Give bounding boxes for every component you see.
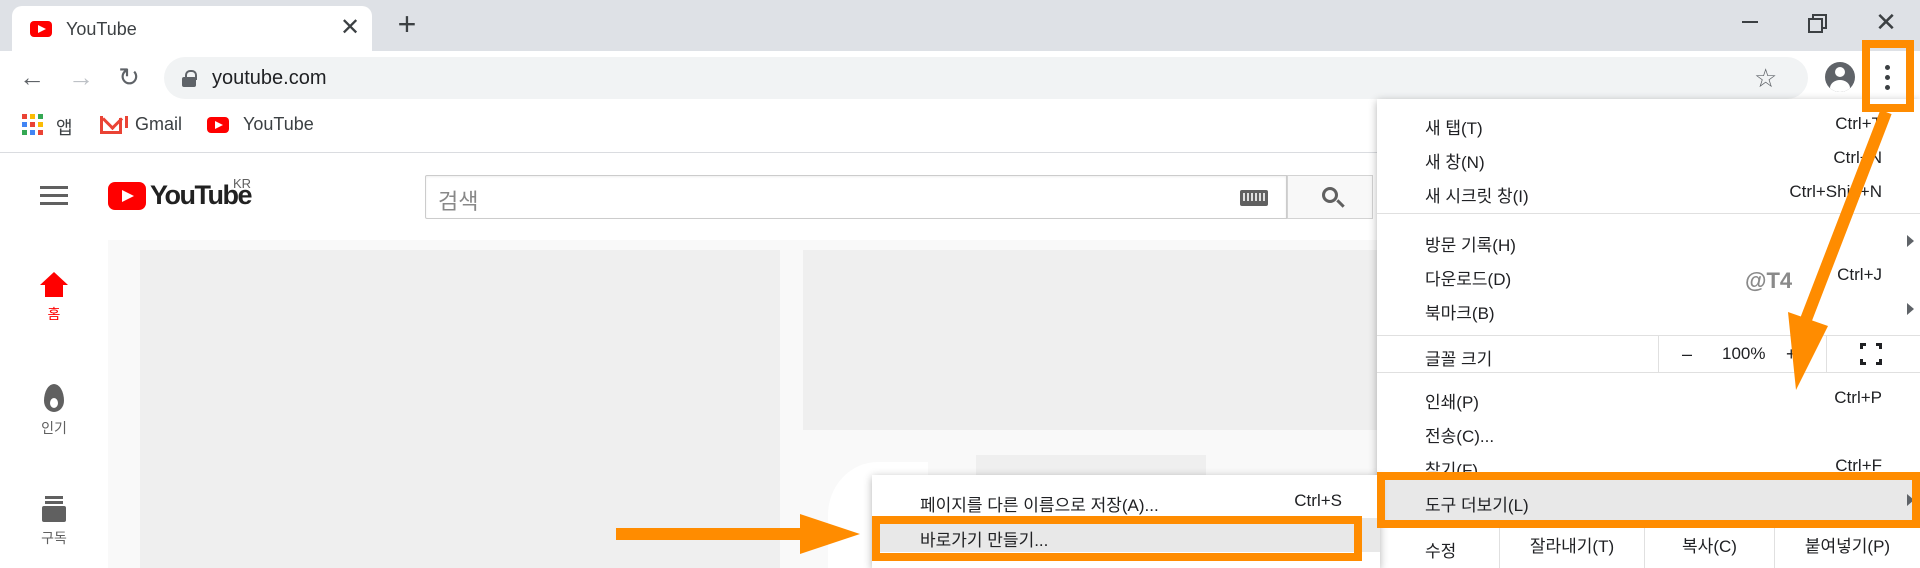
- menu-divider: [1377, 213, 1920, 214]
- menu-item-label: 전송(C)...: [1425, 427, 1495, 446]
- paste-button[interactable]: 붙여넣기(P): [1774, 527, 1920, 568]
- back-button[interactable]: ←: [19, 62, 45, 92]
- home-icon: [40, 272, 68, 298]
- video-thumbnail[interactable]: [140, 250, 780, 568]
- youtube-bookmark-icon: [207, 117, 229, 133]
- lock-icon[interactable]: [182, 70, 197, 87]
- menu-divider: [1377, 372, 1920, 373]
- zoom-label: 글꼴 크기: [1425, 350, 1493, 369]
- search-icon: [1322, 187, 1338, 203]
- menu-item-history[interactable]: 방문 기록(H): [1377, 223, 1920, 257]
- url-text[interactable]: youtube.com: [212, 67, 327, 89]
- menu-item-shortcut: Ctrl+P: [1834, 388, 1882, 407]
- menu-item-downloads[interactable]: 다운로드(D) Ctrl+J: [1377, 257, 1920, 291]
- address-bar[interactable]: youtube.com ☆: [164, 57, 1808, 99]
- chrome-menu-button[interactable]: [1878, 62, 1896, 94]
- zoom-divider: [1658, 336, 1659, 372]
- submenu-arrow-icon: [1907, 494, 1914, 506]
- arrow-shaft-down: [1796, 109, 1892, 333]
- zoom-out-button[interactable]: –: [1682, 344, 1693, 364]
- tab-title: YouTube: [66, 19, 137, 39]
- apps-grid-icon[interactable]: [22, 114, 44, 136]
- search-input[interactable]: 검색: [425, 175, 1287, 219]
- menu-item-label: 다운로드(D): [1425, 270, 1512, 289]
- menu-item-label: 새 탭(T): [1425, 119, 1483, 138]
- search-button[interactable]: [1287, 175, 1373, 219]
- guide-item-trending[interactable]: 인기: [30, 384, 78, 438]
- guide-label: 홈: [47, 306, 61, 322]
- guide-label: 인기: [41, 420, 67, 436]
- youtube-wordmark[interactable]: YouTube: [150, 180, 252, 210]
- toolbar-divider: [0, 152, 1920, 153]
- fullscreen-icon[interactable]: [1857, 340, 1885, 368]
- tab-close-icon[interactable]: ✕: [339, 14, 361, 41]
- bookmark-star-icon[interactable]: ☆: [1754, 63, 1778, 93]
- video-thumbnail[interactable]: [803, 250, 1380, 430]
- highlight-menu-button: [1862, 40, 1914, 112]
- zoom-level: 100%: [1722, 344, 1766, 363]
- video-grid: [108, 240, 1380, 568]
- bookmark-youtube[interactable]: YouTube: [243, 114, 314, 134]
- menu-item-label: 새 창(N): [1425, 153, 1485, 172]
- reload-button[interactable]: ↻: [118, 62, 140, 92]
- bookmark-gmail[interactable]: Gmail: [135, 114, 183, 134]
- arrow-head-right: [800, 514, 860, 554]
- gmail-icon: [100, 116, 128, 134]
- menu-item-shortcut: Ctrl+J: [1837, 265, 1882, 284]
- tab-youtube[interactable]: YouTube ✕: [12, 6, 372, 51]
- guide-menu-icon[interactable]: [40, 186, 68, 206]
- menu-item-new-tab[interactable]: 새 탭(T) Ctrl+T: [1377, 106, 1920, 140]
- youtube-logo-icon[interactable]: [108, 182, 146, 210]
- menu-item-label: 인쇄(P): [1425, 393, 1479, 412]
- cut-button[interactable]: 잘라내기(T): [1499, 527, 1644, 568]
- menu-item-shortcut: Ctrl+T: [1835, 114, 1882, 133]
- youtube-favicon-icon: [30, 21, 52, 37]
- submenu-item-save-page[interactable]: 페이지를 다른 이름으로 저장(A)... Ctrl+S: [872, 483, 1380, 517]
- highlight-create-shortcut: [872, 516, 1362, 561]
- submenu-item-label: 페이지를 다른 이름으로 저장(A)...: [920, 496, 1159, 515]
- menu-item-shortcut: Ctrl+F: [1835, 456, 1882, 475]
- watermark: @T4: [1745, 268, 1793, 293]
- arrow-head-down: [1788, 312, 1828, 390]
- tab-strip: YouTube ✕ + ✕: [0, 0, 1920, 51]
- menu-item-label: 방문 기록(H): [1425, 236, 1516, 255]
- guide-item-home[interactable]: 홈: [30, 272, 78, 324]
- submenu-item-shortcut: Ctrl+S: [1294, 491, 1342, 510]
- menu-item-cast[interactable]: 전송(C)...: [1377, 414, 1920, 448]
- forward-button[interactable]: →: [68, 62, 94, 92]
- copy-button[interactable]: 복사(C): [1644, 527, 1774, 568]
- guide-label: 구독: [41, 530, 67, 546]
- minimize-button[interactable]: [1720, 0, 1780, 44]
- edit-label: 수정: [1425, 542, 1457, 561]
- zoom-divider: [1826, 336, 1827, 372]
- guide-item-subscriptions[interactable]: 구독: [30, 496, 78, 548]
- menu-item-print[interactable]: 인쇄(P) Ctrl+P: [1377, 380, 1920, 414]
- window-close-button[interactable]: ✕: [1875, 7, 1897, 37]
- menu-divider: [1377, 335, 1920, 336]
- submenu-item-label: 바로가기 만들기...: [920, 531, 1049, 550]
- restore-button[interactable]: [1786, 0, 1846, 44]
- subscriptions-icon: [42, 496, 66, 522]
- menu-edit-row: 수정 잘라내기(T) 복사(C) 붙여넣기(P): [1377, 527, 1920, 568]
- menu-item-label: 새 시크릿 창(I): [1425, 187, 1529, 206]
- search-placeholder: 검색: [438, 189, 479, 214]
- chrome-main-menu: 새 탭(T) Ctrl+T 새 창(N) Ctrl+N 새 시크릿 창(I) C…: [1377, 99, 1920, 568]
- zoom-in-button[interactable]: +: [1786, 344, 1797, 364]
- profile-icon[interactable]: [1825, 62, 1855, 92]
- menu-item-zoom: 글꼴 크기: [1377, 337, 1920, 371]
- submenu-arrow-icon: [1907, 235, 1914, 247]
- menu-item-label: 북마크(B): [1425, 304, 1495, 323]
- new-tab-button[interactable]: +: [397, 6, 417, 42]
- country-code: KR: [233, 176, 252, 191]
- trending-fire-icon: [44, 384, 64, 412]
- submenu-arrow-icon: [1907, 303, 1914, 315]
- keyboard-icon[interactable]: [1240, 190, 1268, 206]
- highlight-more-tools: [1377, 472, 1920, 528]
- bookmark-apps[interactable]: 앱: [56, 118, 73, 138]
- menu-item-label: 도구 더보기(L): [1425, 496, 1529, 515]
- menu-item-bookmarks[interactable]: 북마크(B): [1377, 291, 1920, 325]
- menu-item-more-tools[interactable]: 도구 더보기(L): [1377, 480, 1920, 520]
